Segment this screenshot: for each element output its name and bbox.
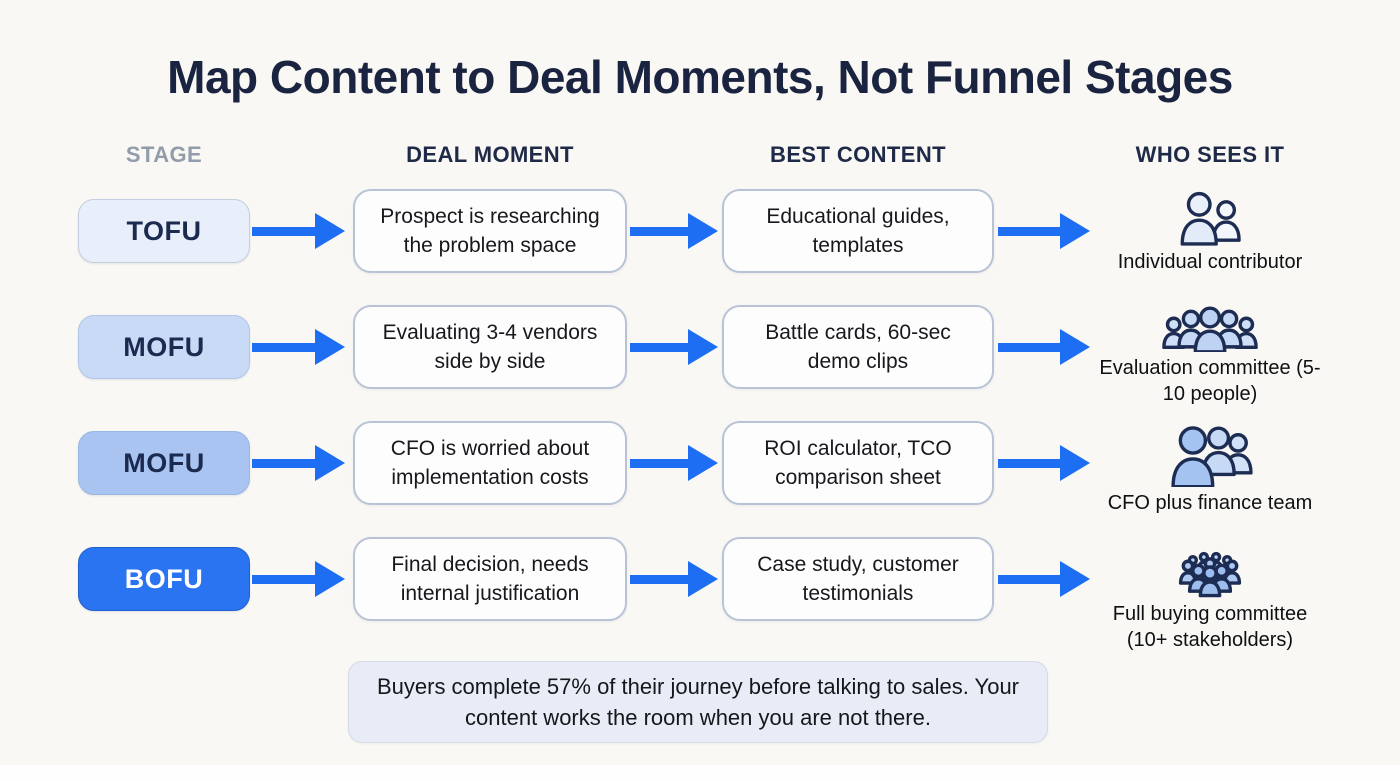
page-title: Map Content to Deal Moments, Not Funnel … (167, 51, 1233, 103)
deal-moment-box: Final decision, needs internal justifica… (353, 537, 627, 621)
arrow-right-icon (630, 561, 718, 597)
deal-moment-text: CFO is worried about implementation cost… (390, 437, 590, 489)
who-sees-it-cell: Full buying committee (10+ stakeholders) (1080, 549, 1340, 653)
column-header-stage: STAGE (125, 142, 203, 167)
deal-moment-text: Prospect is researching the problem spac… (380, 205, 600, 257)
stage-pill: TOFU (78, 199, 250, 263)
best-content-text: Battle cards, 60-sec demo clips (765, 321, 951, 373)
funnel-row-bofu: BOFU Final decision, needs internal just… (0, 527, 1400, 651)
stage-pill: MOFU (78, 431, 250, 495)
best-content-text: Case study, customer testimonials (757, 553, 959, 605)
deal-moment-text: Final decision, needs internal justifica… (391, 553, 589, 605)
best-content-text: Educational guides, templates (766, 205, 950, 257)
three-people-icon (1160, 421, 1260, 487)
who-sees-it-text: CFO plus finance team (1107, 491, 1313, 514)
funnel-row-tofu: TOFU Prospect is researching the problem… (0, 179, 1400, 283)
who-sees-it-text: Full buying committee (10+ stakeholders) (1112, 603, 1308, 651)
who-sees-it-label: Individual contributor (1118, 249, 1303, 275)
best-content-box: ROI calculator, TCO comparison sheet (722, 421, 994, 505)
who-sees-it-label: CFO plus finance team (1108, 490, 1313, 516)
deal-moment-box: Evaluating 3-4 vendors side by side (353, 305, 627, 389)
crowd-icon (1135, 549, 1285, 598)
five-people-icon (1139, 303, 1281, 352)
arrow-right-icon (252, 561, 345, 597)
best-content-box: Battle cards, 60-sec demo clips (722, 305, 994, 389)
arrow-right-icon (630, 329, 718, 365)
arrow-right-icon (630, 213, 718, 249)
bottom-edge-strip (0, 765, 1400, 781)
stage-pill: BOFU (78, 547, 250, 611)
deal-moment-text: Evaluating 3-4 vendors side by side (382, 321, 598, 373)
arrow-right-icon (252, 445, 345, 481)
who-sees-it-cell: CFO plus finance team (1080, 416, 1340, 520)
footnote-text: Buyers complete 57% of their journey bef… (376, 674, 1020, 730)
arrow-right-icon (252, 329, 345, 365)
arrow-right-icon (630, 445, 718, 481)
who-sees-it-label: Evaluation committee (5-10 people) (1090, 355, 1330, 407)
deal-moment-box: CFO is worried about implementation cost… (353, 421, 627, 505)
best-content-text: ROI calculator, TCO comparison sheet (764, 437, 952, 489)
column-header-deal-moment: DEAL MOMENT (406, 142, 574, 167)
funnel-row-mofu-1: MOFU Evaluating 3-4 vendors side by side… (0, 295, 1400, 405)
funnel-row-mofu-2: MOFU CFO is worried about implementation… (0, 411, 1400, 515)
who-sees-it-text: Evaluation committee (5-10 people) (1099, 357, 1321, 405)
deal-moment-box: Prospect is researching the problem spac… (353, 189, 627, 273)
arrow-right-icon (252, 213, 345, 249)
arrow-right-icon (998, 213, 1090, 249)
best-content-box: Case study, customer testimonials (722, 537, 994, 621)
column-header-best-content: BEST CONTENT (770, 142, 946, 167)
footnote-callout: Buyers complete 57% of their journey bef… (348, 661, 1048, 743)
who-sees-it-text: Individual contributor (1117, 250, 1303, 273)
arrow-right-icon (998, 445, 1090, 481)
who-sees-it-label: Full buying committee (10+ stakeholders) (1090, 601, 1330, 653)
best-content-box: Educational guides, templates (722, 189, 994, 273)
arrow-right-icon (998, 561, 1090, 597)
two-people-icon (1167, 190, 1253, 246)
arrow-right-icon (998, 329, 1090, 365)
who-sees-it-cell: Individual contributor (1080, 180, 1340, 284)
who-sees-it-cell: Evaluation committee (5-10 people) (1080, 303, 1340, 407)
stage-pill: MOFU (78, 315, 250, 379)
column-header-who-sees-it: WHO SEES IT (1135, 142, 1285, 167)
